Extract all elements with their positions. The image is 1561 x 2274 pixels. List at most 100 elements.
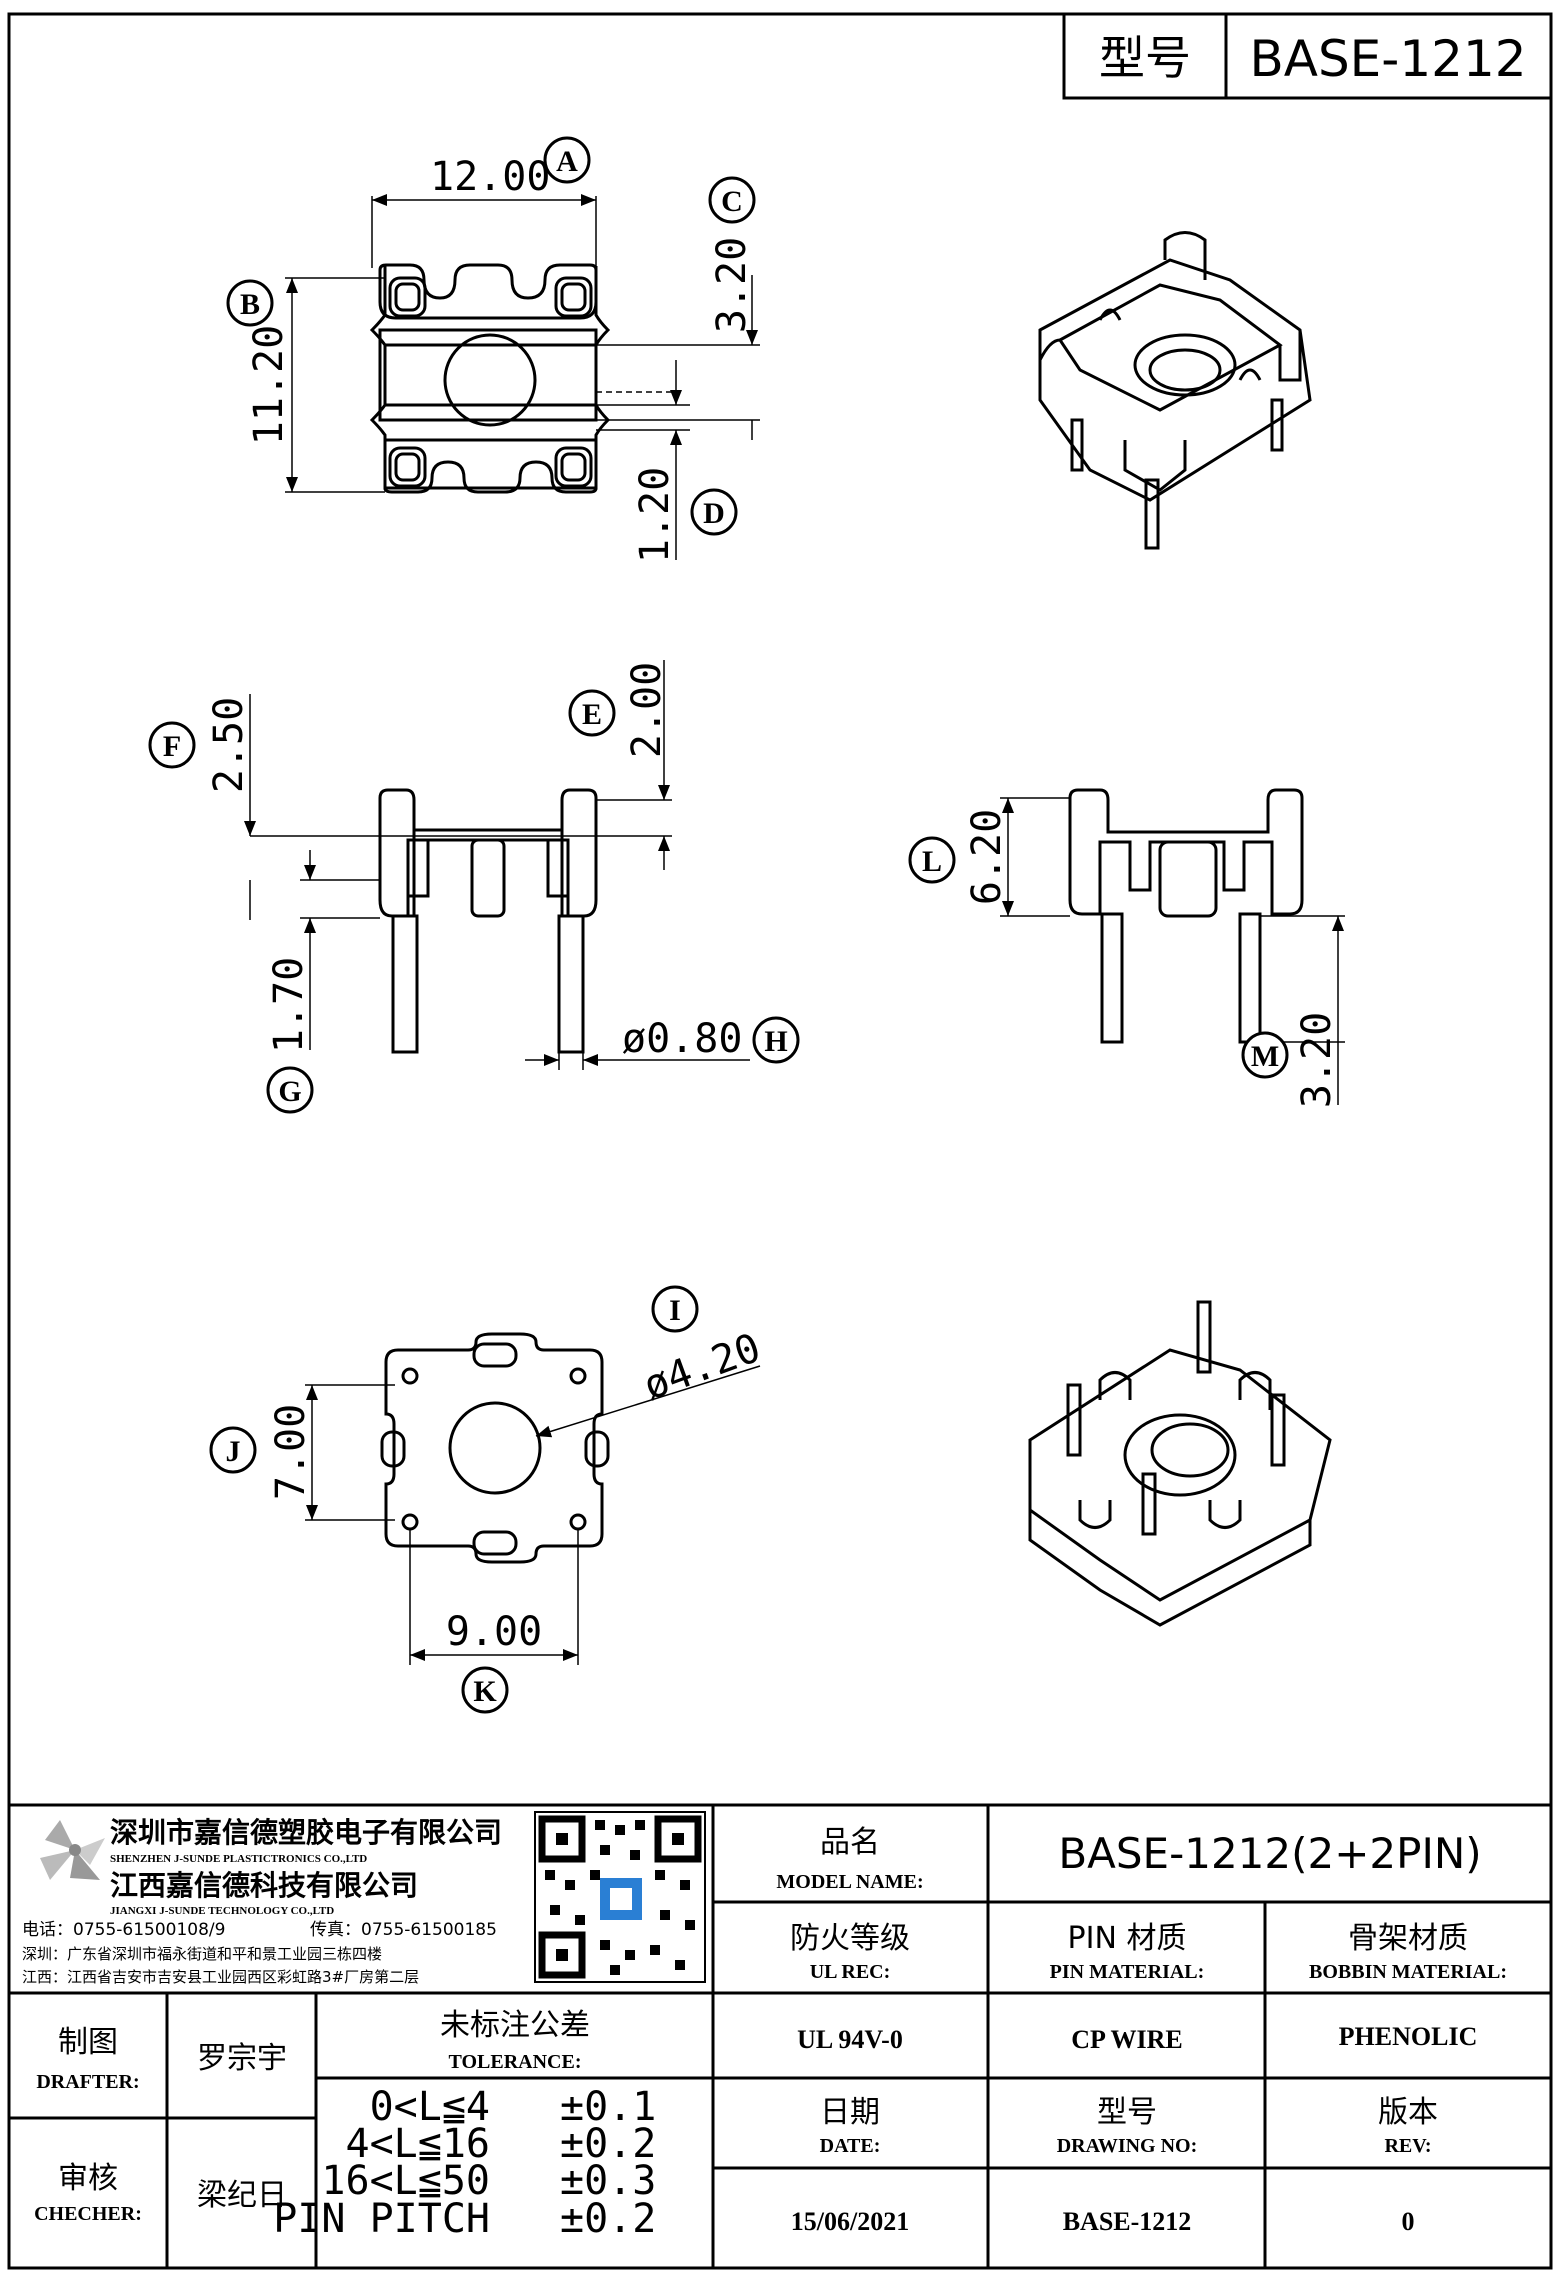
tolerance-range: PIN PITCH: [273, 2196, 490, 2242]
side-view: [378, 788, 598, 1054]
dim-e-value: 2.00: [624, 662, 670, 758]
callout-m: M: [1251, 1040, 1279, 1073]
model-name-label-en: MODEL NAME:: [776, 1871, 923, 1893]
header-model-label: 型号: [1099, 31, 1191, 85]
ul-label-en: UL REC:: [810, 1961, 891, 1983]
end-view-pin-left: [1100, 912, 1124, 1044]
tolerance-label-en: TOLERANCE:: [449, 2051, 582, 2073]
title-block-text: 品名 MODEL NAME: BASE-1212(2+2PIN) 防火等级 UL…: [34, 1825, 1507, 2236]
dim-f-value: 2.50: [206, 697, 252, 793]
company-info: 深圳市嘉信德塑胶电子有限公司 SHENZHEN J-SUNDE PLASTICT…: [22, 1816, 502, 1986]
company-phone: 电话：0755-61500108/9: [22, 1920, 225, 1940]
company-name-sz: 深圳市嘉信德塑胶电子有限公司: [110, 1816, 502, 1849]
end-view-body: [1068, 788, 1304, 916]
end-view: [1068, 788, 1304, 1044]
callout-g: G: [278, 1075, 301, 1108]
tolerance-table: 0<L≦4 ±0.1 4<L≦16 ±0.2 16<L≦50 ±0.3 PIN …: [273, 2084, 656, 2242]
top-view-dims: [285, 194, 760, 560]
bottom-view-center-hole: [448, 1401, 542, 1495]
sheet-border: [7, 12, 1553, 2270]
iso-view-top: [1038, 231, 1312, 550]
top-view: [369, 263, 611, 494]
ul-label-cn: 防火等级: [790, 1921, 910, 1956]
pin-label-en: PIN MATERIAL:: [1050, 1961, 1205, 1983]
dim-m-value: 3.20: [1294, 1012, 1340, 1108]
side-view-dims: [244, 660, 750, 1070]
pin-label-cn: PIN 材质: [1068, 1921, 1187, 1956]
dim-b-value: 11.20: [246, 325, 292, 445]
company-fax: 传真：0755-61500185: [310, 1920, 497, 1940]
callout-e: E: [582, 698, 602, 731]
end-view-dims: [1000, 797, 1345, 1105]
checker-value: 梁纪日: [197, 2178, 287, 2213]
qr-code: [534, 1811, 706, 1983]
company-logo: [40, 1820, 105, 1880]
pin-value: CP WIRE: [1071, 2025, 1183, 2054]
date-label-cn: 日期: [820, 2095, 880, 2130]
date-label-en: DATE:: [820, 2135, 881, 2157]
dim-h-value: ø0.80: [622, 1016, 742, 1062]
top-view-body: [369, 266, 611, 490]
dimension-values: 12.00 11.20 3.20 1.20 2.00 2.50 1.70 ø0.…: [206, 154, 1340, 1655]
header-model-value: BASE-1212: [1249, 30, 1526, 88]
tolerance-value: ±0.3: [560, 2158, 656, 2204]
callout-h: H: [764, 1025, 787, 1058]
dim-k-value: 9.00: [446, 1609, 542, 1655]
rev-label-en: REV:: [1384, 2135, 1431, 2157]
rev-label-cn: 版本: [1378, 2095, 1438, 2130]
drawing-no-label-en: DRAWING NO:: [1057, 2135, 1198, 2157]
bottom-view: [380, 1332, 610, 1564]
callout-k: K: [473, 1675, 497, 1708]
company-name-jx: 江西嘉信德科技有限公司: [110, 1869, 418, 1902]
callout-l: L: [922, 845, 942, 878]
company-name-sz-en: SHENZHEN J-SUNDE PLASTICTRONICS CO.,LTD: [110, 1853, 367, 1865]
bottom-view-outline: [384, 1332, 604, 1564]
tolerance-label-cn: 未标注公差: [440, 2008, 590, 2043]
company-name-jx-en: JIANGXI J-SUNDE TECHNOLOGY CO.,LTD: [110, 1905, 334, 1917]
rev-value: 0: [1402, 2207, 1415, 2236]
callout-i: I: [669, 1294, 681, 1327]
dim-a-value: 12.00: [430, 154, 550, 200]
bottom-view-dims: [305, 1365, 761, 1665]
callout-f: F: [163, 730, 181, 763]
dim-g-value: 1.70: [266, 957, 312, 1053]
drawing-no-label-cn: 型号: [1097, 2095, 1157, 2130]
side-view-pin-right: [557, 914, 585, 1054]
dimension-callout-letters: A B C D E F G H I J K L M: [163, 145, 1279, 1708]
tolerance-range: 16<L≦50: [321, 2158, 490, 2204]
callout-c: C: [721, 185, 743, 218]
end-view-pin-right: [1238, 912, 1262, 1044]
tolerance-value: ±0.1: [560, 2084, 656, 2130]
callout-d: D: [703, 497, 725, 530]
tolerance-range: 0<L≦4: [370, 2084, 490, 2130]
top-view-center-hole: [443, 333, 537, 427]
ul-value: UL 94V-0: [797, 2025, 903, 2054]
drafter-value: 罗宗宇: [197, 2041, 287, 2076]
checker-label-cn: 审核: [58, 2161, 118, 2196]
company-address-sz: 深圳：广东省深圳市福永街道和平和景工业园三栋四楼: [22, 1945, 382, 1963]
dim-d-value: 1.20: [632, 467, 678, 563]
dim-c-value: 3.20: [709, 237, 755, 333]
tolerance-range: 4<L≦16: [346, 2121, 491, 2167]
dim-i-value: ø4.20: [638, 1325, 767, 1409]
model-name-value: BASE-1212(2+2PIN): [1058, 1829, 1481, 1878]
drafter-label-cn: 制图: [58, 2025, 118, 2060]
date-value: 15/06/2021: [791, 2207, 909, 2236]
checker-label-en: CHECHER:: [34, 2203, 142, 2225]
iso-view-bottom: [1028, 1300, 1332, 1627]
callout-j: J: [226, 1435, 241, 1468]
drawing-no-value: BASE-1212: [1063, 2207, 1192, 2236]
tolerance-value: ±0.2: [560, 2196, 656, 2242]
side-view-pin-left: [391, 914, 419, 1054]
header-model-box: 型号 BASE-1212: [1062, 12, 1553, 100]
tolerance-value: ±0.2: [560, 2121, 656, 2167]
bobbin-label-cn: 骨架材质: [1348, 1921, 1468, 1956]
company-address-jx: 江西：江西省吉安市吉安县工业园西区彩虹路3#厂房第二层: [22, 1968, 419, 1986]
drafter-label-en: DRAFTER:: [36, 2071, 139, 2093]
callout-a: A: [556, 145, 578, 178]
dim-j-value: 7.00: [268, 1404, 314, 1500]
dimension-callouts: [148, 136, 1289, 1714]
title-block-grid: [9, 1803, 1551, 2268]
callout-b: B: [240, 288, 260, 321]
